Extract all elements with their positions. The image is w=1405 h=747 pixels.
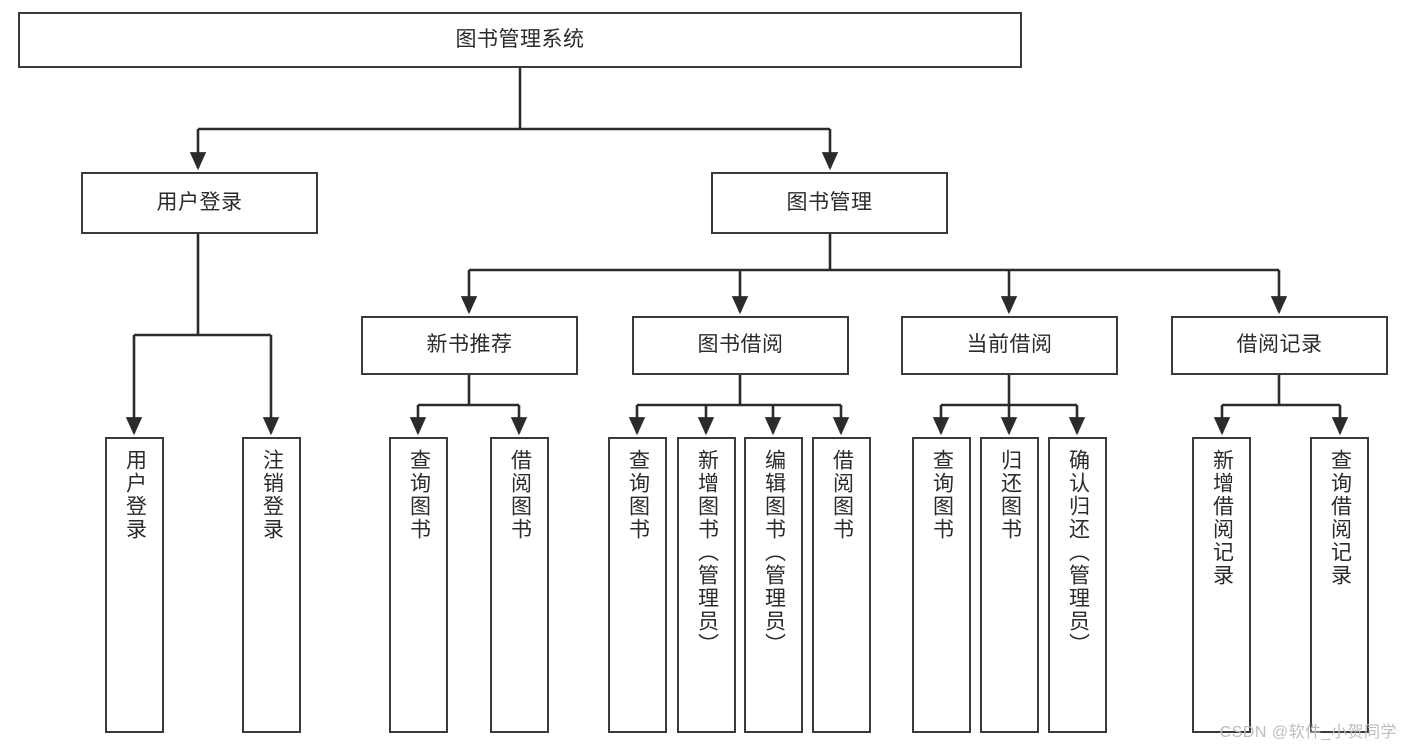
- csdn-watermark: CSDN @软件_小贺同学: [1219, 724, 1397, 741]
- node-borrow-record[interactable]: 借阅记录: [1171, 316, 1388, 375]
- node-label: 借阅记录: [1236, 333, 1323, 357]
- node-label: 编辑图书（管理员）: [762, 449, 786, 656]
- node-label: 图书管理: [786, 190, 873, 214]
- node-label: 用户登录: [156, 190, 243, 214]
- node-label: 新增借阅记录: [1210, 449, 1234, 587]
- node-label: 图书管理系统: [455, 27, 585, 51]
- node-label: 确认归还（管理员）: [1066, 449, 1090, 656]
- node-root-book-management-system[interactable]: 图书管理系统: [18, 12, 1022, 68]
- node-label: 用户登录: [123, 449, 147, 541]
- node-label: 新书推荐: [426, 333, 513, 357]
- node-book-borrow[interactable]: 图书借阅: [632, 316, 849, 375]
- node-leaf-query-borrow-record[interactable]: 查询借阅记录: [1310, 437, 1369, 733]
- node-leaf-query-book-newbook[interactable]: 查询图书: [389, 437, 448, 733]
- node-label: 注销登录: [260, 449, 284, 541]
- node-leaf-add-book-admin[interactable]: 新增图书（管理员）: [677, 437, 736, 733]
- node-label: 借阅图书: [508, 449, 532, 541]
- node-leaf-logout[interactable]: 注销登录: [242, 437, 301, 733]
- node-leaf-return-book[interactable]: 归还图书: [980, 437, 1039, 733]
- node-new-book-recommendation[interactable]: 新书推荐: [361, 316, 578, 375]
- node-label: 查询图书: [626, 449, 650, 541]
- node-leaf-user-login[interactable]: 用户登录: [105, 437, 164, 733]
- node-label: 查询借阅记录: [1328, 449, 1352, 587]
- node-label: 当前借阅: [966, 333, 1053, 357]
- node-leaf-edit-book-admin[interactable]: 编辑图书（管理员）: [744, 437, 803, 733]
- node-label: 新增图书（管理员）: [695, 449, 719, 656]
- node-current-borrow[interactable]: 当前借阅: [901, 316, 1118, 375]
- node-book-management[interactable]: 图书管理: [711, 172, 948, 234]
- node-leaf-borrow-book[interactable]: 借阅图书: [812, 437, 871, 733]
- node-label: 查询图书: [930, 449, 954, 541]
- node-leaf-confirm-return-admin[interactable]: 确认归还（管理员）: [1048, 437, 1107, 733]
- node-leaf-query-book-current[interactable]: 查询图书: [912, 437, 971, 733]
- node-leaf-borrow-book-newbook[interactable]: 借阅图书: [490, 437, 549, 733]
- node-label: 借阅图书: [830, 449, 854, 541]
- node-user-login[interactable]: 用户登录: [81, 172, 318, 234]
- node-leaf-add-borrow-record[interactable]: 新增借阅记录: [1192, 437, 1251, 733]
- node-label: 查询图书: [407, 449, 431, 541]
- node-label: 图书借阅: [697, 333, 784, 357]
- node-leaf-query-book-borrow[interactable]: 查询图书: [608, 437, 667, 733]
- node-label: 归还图书: [998, 449, 1022, 541]
